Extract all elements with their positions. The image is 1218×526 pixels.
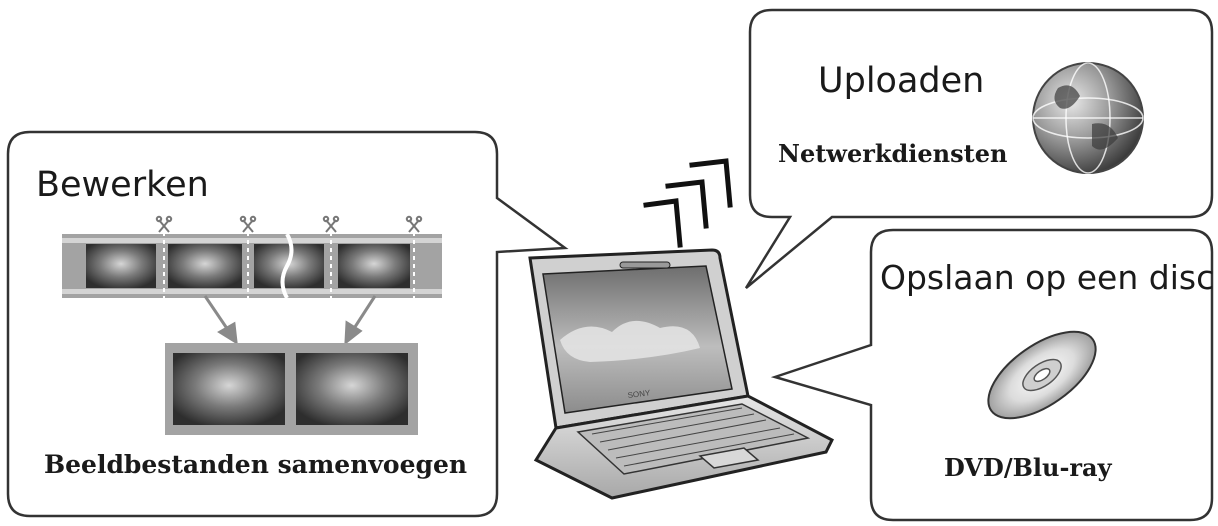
- wireless-signal-icon: [643, 158, 733, 248]
- scissors-icon: [155, 215, 423, 233]
- disc-callout-bubble: [770, 228, 1214, 522]
- disc-format-caption: DVD/Blu-ray: [944, 453, 1112, 482]
- laptop-icon: SONY: [528, 248, 834, 500]
- laptop-keyboard: [591, 407, 795, 467]
- merge-caption: Beeldbestanden samenvoegen: [44, 450, 468, 479]
- globe-icon: [1032, 62, 1144, 174]
- merged-frame-1: [173, 353, 285, 425]
- upload-title: Uploaden: [818, 61, 985, 101]
- laptop-brand: SONY: [627, 388, 651, 400]
- merged-clip: [165, 343, 418, 435]
- film-strip: [62, 232, 442, 300]
- laptop-touchpad: [698, 447, 760, 469]
- disc-icon: [987, 330, 1097, 420]
- film-frame-4: [338, 244, 410, 288]
- film-frame-2: [168, 244, 242, 288]
- merge-arrow: [203, 295, 377, 346]
- film-frame-1: [86, 244, 156, 288]
- edit-title: Bewerken: [36, 165, 209, 205]
- edit-callout-bubble: [6, 130, 569, 518]
- merged-frame-2: [296, 353, 408, 425]
- disc-title: Opslaan op een disc: [880, 258, 1215, 297]
- network-services-caption: Netwerkdiensten: [778, 139, 1008, 168]
